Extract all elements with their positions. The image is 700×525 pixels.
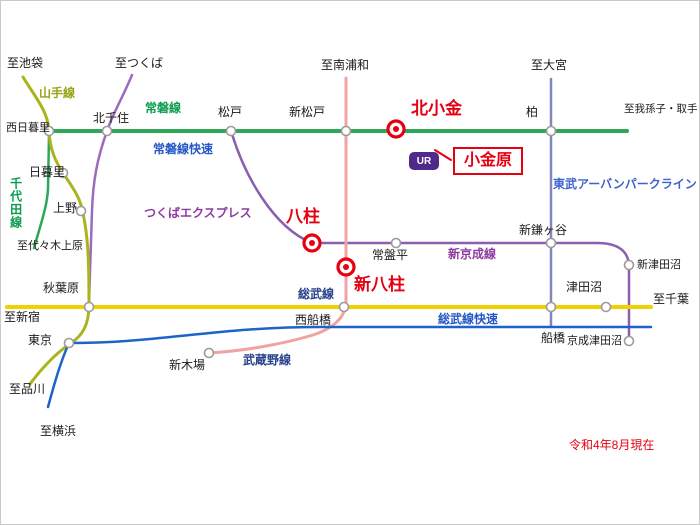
station-label-shin-matsudo: 新松戸: [289, 105, 326, 119]
tsukuba-express-line: [87, 73, 134, 305]
station-marker-shin-matsudo: [340, 125, 352, 137]
station-marker-keisei-tsudanuma: [623, 335, 635, 347]
station-label-tokyo: 東京: [28, 333, 53, 347]
line-label-tobu-urban-park: 東武アーバンパークライン: [553, 177, 697, 191]
station-label-kashiwa: 柏: [526, 105, 539, 119]
line-label-musashino: 武蔵野線: [243, 353, 292, 367]
station-label-nishi-nippori: 西日暮里: [6, 122, 50, 134]
direction-label-tsukuba: 至つくば: [115, 56, 164, 70]
station-marker-funabashi: [545, 301, 557, 313]
station-marker-shin-kiba: [203, 347, 215, 359]
direction-label-shinjuku: 至新宿: [4, 310, 41, 324]
station-label-shin-kiba: 新木場: [169, 358, 206, 372]
station-marker-ueno: [75, 205, 87, 217]
station-marker-nishi-nippori: [43, 125, 55, 137]
date-note: 令和4年8月現在: [569, 438, 655, 452]
sobu-rapid-line-yokohama-branch: [46, 341, 71, 409]
station-label-akihabara: 秋葉原: [43, 281, 80, 295]
direction-label-minami-urawa: 至南浦和: [321, 58, 370, 72]
station-label-shin-kamagaya: 新鎌ヶ谷: [519, 223, 568, 237]
highlight-marker-shin-yabashira: [336, 257, 356, 277]
station-label-keisei-tsudanuma: 京成津田沼: [567, 335, 622, 347]
highlight-label-yabashira: 八柱: [286, 207, 320, 226]
station-label-tsudanuma: 津田沼: [566, 280, 603, 294]
highlight-marker-kita-kogane: [386, 119, 406, 139]
station-label-nippori: 日暮里: [29, 165, 66, 179]
highlight-label-shin-yabashira: 新八柱: [354, 275, 405, 294]
chiyoda-line: [32, 133, 51, 250]
direction-label-yokohama: 至横浜: [40, 424, 77, 438]
line-label-tsukuba-express: つくばエクスプレス: [144, 206, 252, 220]
direction-label-shinagawa: 至品川: [9, 382, 46, 396]
line-label-chiyoda: 千代田線: [8, 177, 23, 229]
direction-label-omiya: 至大宮: [531, 58, 568, 72]
station-marker-nishi-funabashi: [338, 301, 350, 313]
line-label-joban: 常磐線: [145, 101, 182, 115]
line-label-shinkeisei: 新京成線: [448, 247, 497, 261]
koganehara-leader-line: [434, 149, 452, 161]
station-marker-tsudanuma: [600, 301, 612, 313]
station-marker-akihabara: [83, 301, 95, 313]
station-label-ueno: 上野: [53, 201, 78, 215]
station-label-nishi-funabashi: 西船橋: [295, 313, 332, 327]
station-label-matsudo: 松戸: [218, 105, 243, 119]
station-marker-nippori: [57, 167, 69, 179]
station-marker-kita-senju: [101, 125, 113, 137]
station-marker-shin-tsudanuma: [623, 259, 635, 271]
station-marker-shin-kamagaya: [545, 237, 557, 249]
line-label-sobu-rapid: 総武線快速: [438, 312, 499, 326]
musashino-line: [207, 76, 348, 355]
line-label-yamanote: 山手線: [39, 86, 76, 100]
highlight-label-kita-kogane: 北小金: [411, 99, 462, 118]
station-marker-tokiwadaira: [390, 237, 402, 249]
koganehara-callout: 小金原: [453, 147, 524, 175]
station-label-funabashi: 船橋: [541, 331, 566, 345]
line-label-sobu: 総武線: [298, 287, 335, 301]
station-label-tokiwadaira: 常盤平: [372, 248, 409, 262]
ur-logo: UR: [409, 152, 439, 170]
highlight-marker-yabashira: [302, 233, 322, 253]
station-marker-matsudo: [225, 125, 237, 137]
station-marker-tokyo: [63, 337, 75, 349]
direction-label-ikebukuro: 至池袋: [7, 56, 44, 70]
station-label-kita-senju: 北千住: [93, 111, 130, 125]
line-label-joban-rapid: 常磐線快速: [153, 142, 214, 156]
station-label-shin-tsudanuma: 新津田沼: [637, 259, 681, 271]
station-marker-kashiwa: [545, 125, 557, 137]
sobu-rapid-line: [67, 325, 653, 345]
direction-label-yoyogi-uehara: 至代々木上原: [17, 240, 83, 252]
direction-label-chiba: 至千葉: [653, 292, 690, 306]
direction-label-abiko-toride: 至我孫子・取手: [624, 103, 698, 115]
